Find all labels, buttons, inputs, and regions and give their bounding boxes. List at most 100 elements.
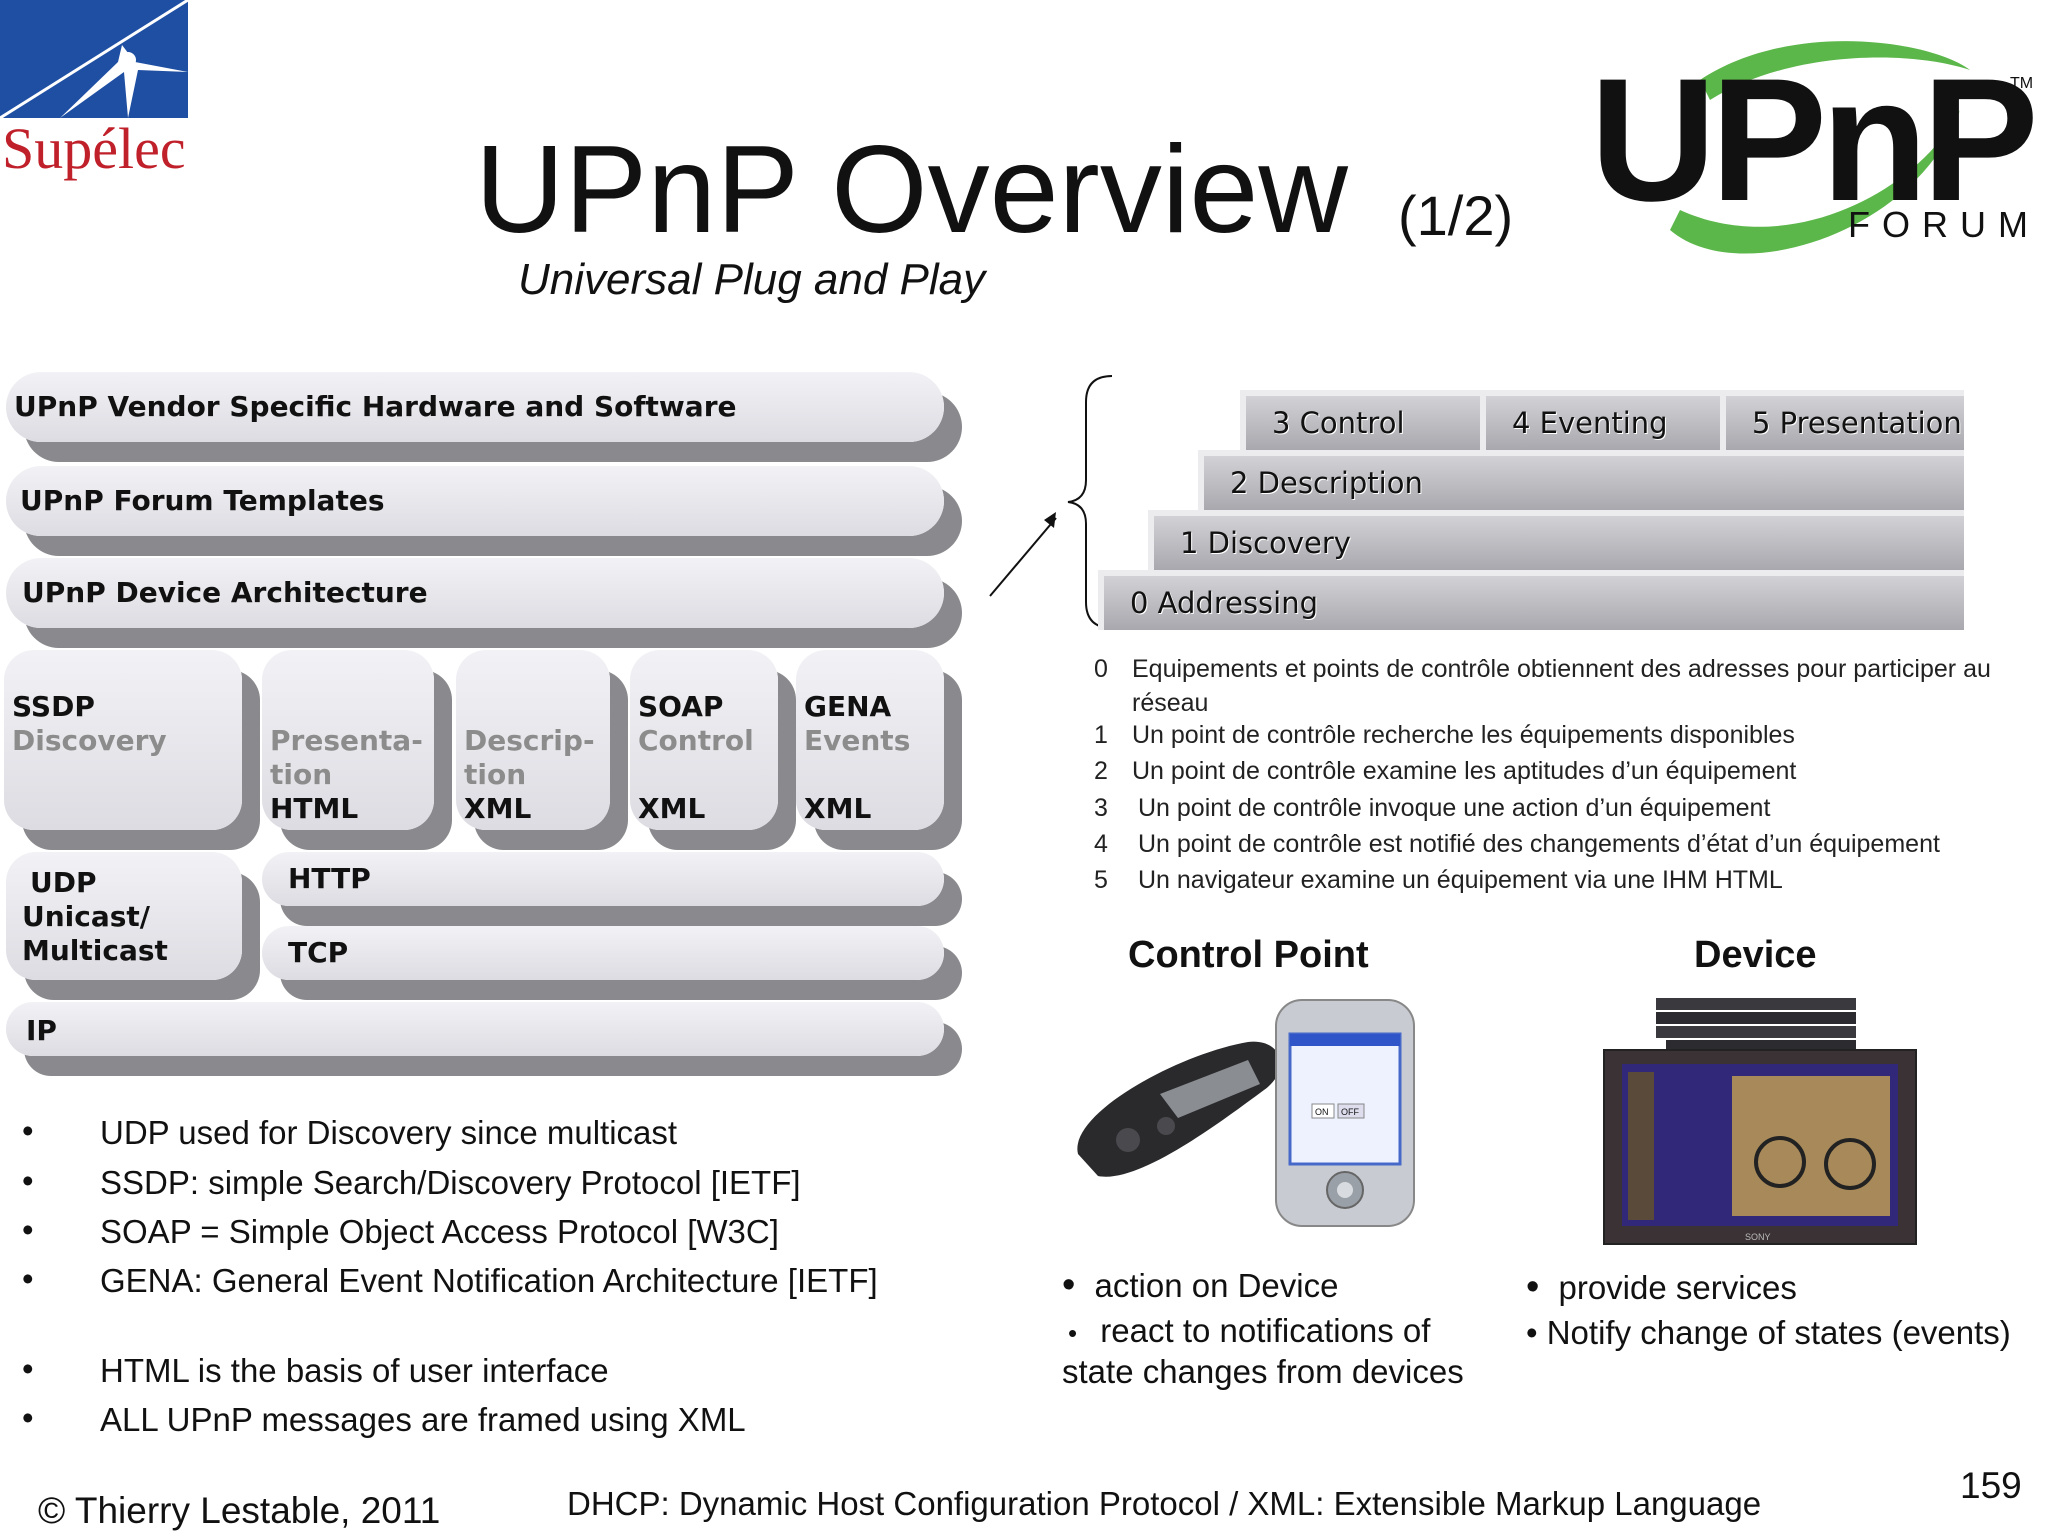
device-title: Device — [1694, 934, 1817, 976]
step-note-number: 4 — [1094, 830, 1108, 858]
stack-block-title: GENA — [804, 690, 892, 723]
footer-copyright: © Thierry Lestable, 2011 — [38, 1490, 441, 1531]
step-3-control: 3 Control — [1240, 390, 1480, 450]
curly-brace — [1067, 375, 1113, 629]
stack-block-subtitle: Descrip- — [464, 724, 595, 757]
step-note-text: Un point de contrôle examine les aptitud… — [1132, 757, 1797, 785]
stack-block-title: Multicast — [22, 934, 168, 967]
page-title: UPnP Overview — [475, 121, 1348, 259]
list-item-text: GENA: General Event Notification Archite… — [100, 1262, 878, 1299]
step-note-text: Un point de contrôle invoque une action … — [1138, 794, 1771, 822]
stack-block-subtitle: Discovery — [12, 724, 167, 757]
step-note-number: 0 — [1094, 655, 1108, 683]
arrow-line — [989, 517, 1057, 597]
list-item-text: ALL UPnP messages are framed using XML — [100, 1401, 746, 1438]
bullet-text: react to notifications of — [1100, 1312, 1431, 1349]
stack-block-subtitle: Events — [804, 724, 911, 757]
step-note-text: Un point de contrôle recherche les équip… — [1132, 721, 1795, 749]
control-point-bullet: • action on Device — [1062, 1264, 1338, 1307]
svg-text:TM: TM — [2010, 75, 2033, 92]
list-item-text: SSDP: simple Search/Discovery Protocol [… — [100, 1164, 801, 1201]
control-point-title: Control Point — [1128, 934, 1369, 976]
step-label: 5 Presentation — [1752, 406, 1962, 440]
stack-block-protocol: HTML — [270, 792, 359, 825]
step-label: 0 Addressing — [1130, 586, 1319, 620]
supelec-logo: Supélec — [0, 0, 190, 190]
control-point-devices-image: ON OFF — [1077, 999, 1415, 1227]
stack-block-protocol: XML — [464, 792, 532, 825]
stack-block-title: SSDP — [12, 690, 95, 723]
step-label: 2 Description — [1230, 466, 1423, 500]
stack-layer-ip: IP — [6, 1002, 944, 1056]
stack-block-title: SOAP — [638, 690, 724, 723]
upnp-forum-logo: UPnP TM FORUM — [1590, 40, 2048, 260]
footer-glossary: DHCP: Dynamic Host Configuration Protoco… — [567, 1485, 1762, 1522]
page-number: 159 — [1960, 1465, 2022, 1506]
stack-layer-architecture: UPnP Device Architecture — [6, 558, 944, 628]
stack-block-udp: UDP Unicast/ Multicast — [6, 852, 242, 980]
stack-block-subtitle: Presenta- — [270, 724, 423, 757]
stack-layer-label: HTTP — [288, 862, 371, 895]
step-note-text: Equipements et points de contrôle obtien… — [1132, 655, 1991, 717]
bullet-text: provide services — [1558, 1269, 1797, 1306]
stack-layer-label: UPnP Vendor Specific Hardware and Softwa… — [14, 390, 737, 423]
control-point-bullet: • react to notifications of — [1062, 1312, 1430, 1350]
bullet-text: action on Device — [1094, 1267, 1339, 1304]
title-page-indicator: (1/2) — [1398, 184, 1514, 247]
stack-layer-label: UPnP Device Architecture — [22, 576, 428, 609]
step-note-number: 1 — [1094, 721, 1108, 749]
list-item-text: HTML is the basis of user interface — [100, 1352, 609, 1389]
stack-layer-label: UPnP Forum Templates — [20, 484, 385, 517]
stack-block-soap: SOAP Control XML — [630, 650, 778, 830]
step-note-number: 2 — [1094, 757, 1108, 785]
step-note-number: 3 — [1094, 794, 1108, 822]
step-note-text: Un navigateur examine un équipement via … — [1138, 866, 1783, 894]
stack-block-presentation: Presenta- tion HTML — [262, 650, 434, 830]
stack-block-subtitle: tion — [464, 758, 527, 791]
stack-layer-label: IP — [26, 1014, 57, 1047]
step-note-text: Un point de contrôle est notifié des cha… — [1138, 830, 1940, 858]
bullet-marker: • — [22, 1211, 34, 1248]
stack-block-title: Unicast/ — [22, 900, 151, 933]
step-5-presentation: 5 Presentation — [1720, 390, 1964, 450]
stack-block-gena: GENA Events XML — [796, 650, 944, 830]
page-subtitle: Universal Plug and Play — [518, 255, 986, 304]
step-label: 3 Control — [1272, 406, 1405, 440]
remote-control-illustration — [1077, 1041, 1281, 1177]
svg-text:UPnP: UPnP — [1590, 43, 2033, 238]
device-tv-image: SONY — [1603, 998, 1917, 1245]
bullet-marker: • — [22, 1399, 34, 1436]
list-item-text: UDP used for Discovery since multicast — [100, 1114, 678, 1151]
list-item-text: SOAP = Simple Object Access Protocol [W3… — [100, 1213, 779, 1250]
bullet-marker: • — [1526, 1266, 1540, 1308]
step-label: 4 Eventing — [1512, 406, 1668, 440]
stack-block-protocol: XML — [638, 792, 706, 825]
stack-layer-label: TCP — [288, 936, 349, 969]
arrow-head — [1044, 512, 1056, 528]
brace-arrow-connector — [989, 375, 1113, 629]
stack-layer-http: HTTP — [262, 852, 944, 906]
svg-text:SONY: SONY — [1745, 1232, 1771, 1242]
bullet-marker: • — [1068, 1318, 1078, 1348]
svg-text:FORUM: FORUM — [1848, 204, 2040, 245]
step-0-addressing: 0 Addressing — [1098, 570, 1964, 630]
bullet-marker: • — [1062, 1264, 1076, 1306]
stack-block-title: UDP — [30, 866, 97, 899]
step-label: 1 Discovery — [1180, 526, 1351, 560]
stack-block-ssdp: SSDP Discovery — [4, 650, 242, 830]
step-2-description: 2 Description — [1198, 450, 1964, 510]
device-bullet: • Notify change of states (events) — [1526, 1314, 2011, 1351]
bullet-marker: • — [22, 1260, 34, 1297]
set-top-box-illustration — [1656, 998, 1856, 1052]
television-illustration: SONY — [1603, 1049, 1917, 1245]
stack-layer-templates: UPnP Forum Templates — [6, 466, 944, 536]
bullet-marker: • — [22, 1162, 34, 1199]
svg-text:Supélec: Supélec — [2, 116, 186, 181]
step-note-number: 5 — [1094, 866, 1108, 894]
stack-block-subtitle: Control — [638, 724, 754, 757]
device-bullet: • provide services — [1526, 1266, 1797, 1309]
pda-illustration: ON OFF — [1275, 999, 1415, 1227]
stack-block-protocol: XML — [804, 792, 872, 825]
svg-text:OFF: OFF — [1341, 1107, 1359, 1117]
svg-text:ON: ON — [1315, 1107, 1329, 1117]
